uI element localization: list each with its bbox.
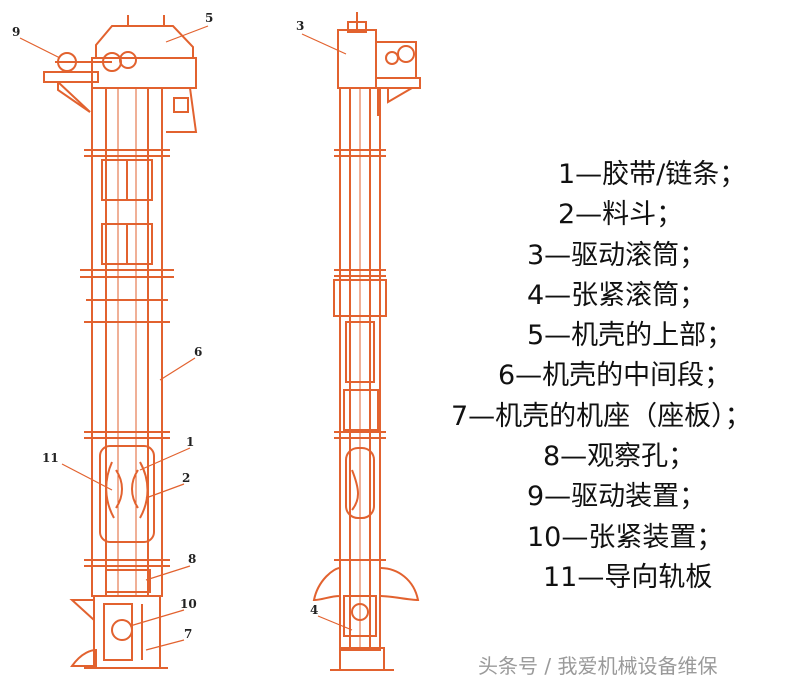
legend-item-11: 11—导向轨板 — [543, 561, 713, 593]
callout-9: 9 — [12, 25, 20, 39]
legend-item-6: 6—机壳的中间段； — [498, 360, 732, 392]
legend-item-4: 4—张紧滚筒； — [527, 279, 707, 311]
side-view — [312, 12, 421, 671]
callout-1: 1 — [186, 435, 194, 449]
callout-6: 6 — [194, 345, 202, 359]
legend-item-5: 5—机壳的上部； — [527, 320, 734, 352]
callout-4: 4 — [310, 603, 318, 617]
legend-item-1: 1—胶带/链条； — [558, 159, 747, 190]
callout-numbers: 9 5 3 6 1 2 11 8 10 7 4 — [12, 11, 318, 641]
guide-plate-window — [99, 445, 155, 543]
side-boot-hood-left — [312, 566, 341, 602]
callout-3: 3 — [296, 19, 304, 33]
callout-2: 2 — [182, 471, 190, 485]
callout-7: 7 — [184, 627, 192, 641]
observation-hole — [105, 569, 151, 593]
callout-8: 8 — [188, 552, 196, 566]
leader-lines — [19, 25, 353, 651]
legend-item-7: 7—机壳的机座（座板）； — [451, 400, 752, 432]
callout-5: 5 — [205, 11, 213, 25]
legend-item-10: 10—张紧装置； — [527, 521, 724, 553]
drive-platform — [43, 71, 99, 83]
parts-legend: 1—胶带/链条； 2—料斗； 3—驱动滚筒； 4—张紧滚筒； 5—机壳的上部； … — [420, 155, 795, 598]
callout-11: 11 — [42, 451, 59, 465]
legend-item-8: 8—观察孔； — [543, 441, 696, 473]
legend-item-2: 2—料斗； — [558, 199, 684, 231]
side-base — [339, 647, 385, 671]
side-head — [337, 29, 377, 89]
legend-item-9: 9—驱动装置； — [527, 481, 707, 513]
side-boot-hood-right — [379, 566, 420, 602]
watermark-text: 头条号 / 我爱机械设备维保 — [478, 654, 718, 678]
front-view — [43, 15, 198, 669]
callout-10: 10 — [180, 597, 197, 611]
legend-item-3: 3—驱动滚筒； — [527, 239, 707, 271]
